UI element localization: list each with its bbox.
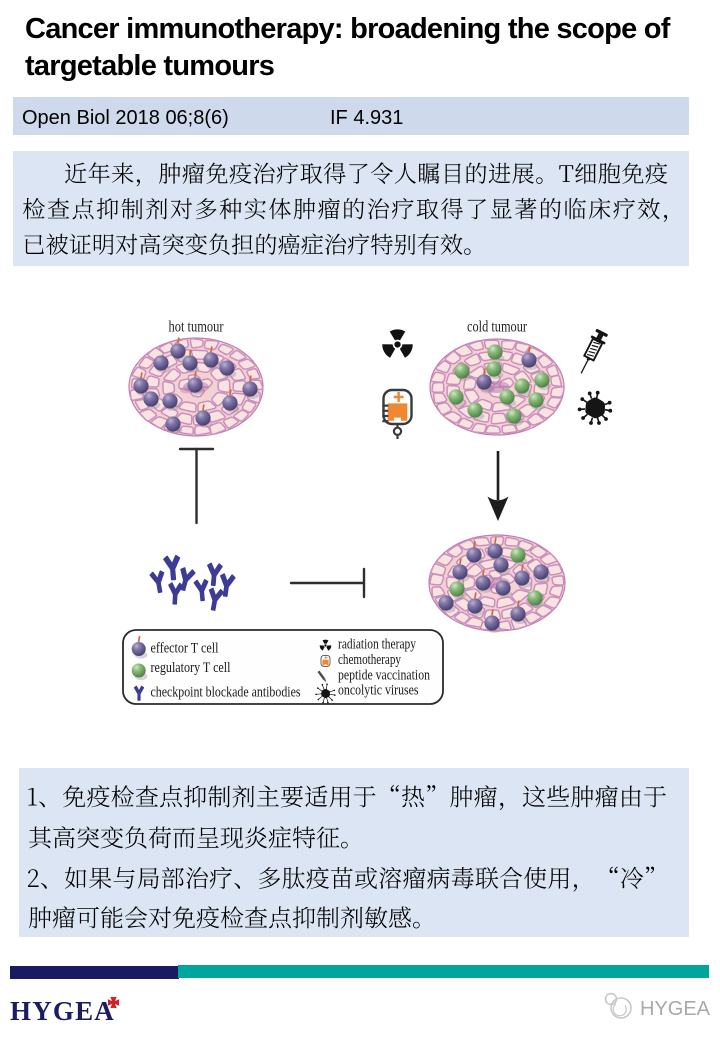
svg-text:oncolytic viruses: oncolytic viruses (338, 683, 419, 699)
svg-text:hot tumour: hot tumour (169, 319, 225, 336)
svg-text:chemotherapy: chemotherapy (338, 652, 402, 668)
svg-text:regulatory T cell: regulatory T cell (151, 660, 231, 676)
svg-text:effector T cell: effector T cell (151, 641, 219, 657)
svg-text:checkpoint blockade antibodies: checkpoint blockade antibodies (151, 685, 301, 701)
svg-text:peptide vaccination: peptide vaccination (338, 668, 431, 684)
svg-text:cold tumour: cold tumour (467, 319, 528, 336)
svg-text:radiation therapy: radiation therapy (338, 637, 417, 653)
